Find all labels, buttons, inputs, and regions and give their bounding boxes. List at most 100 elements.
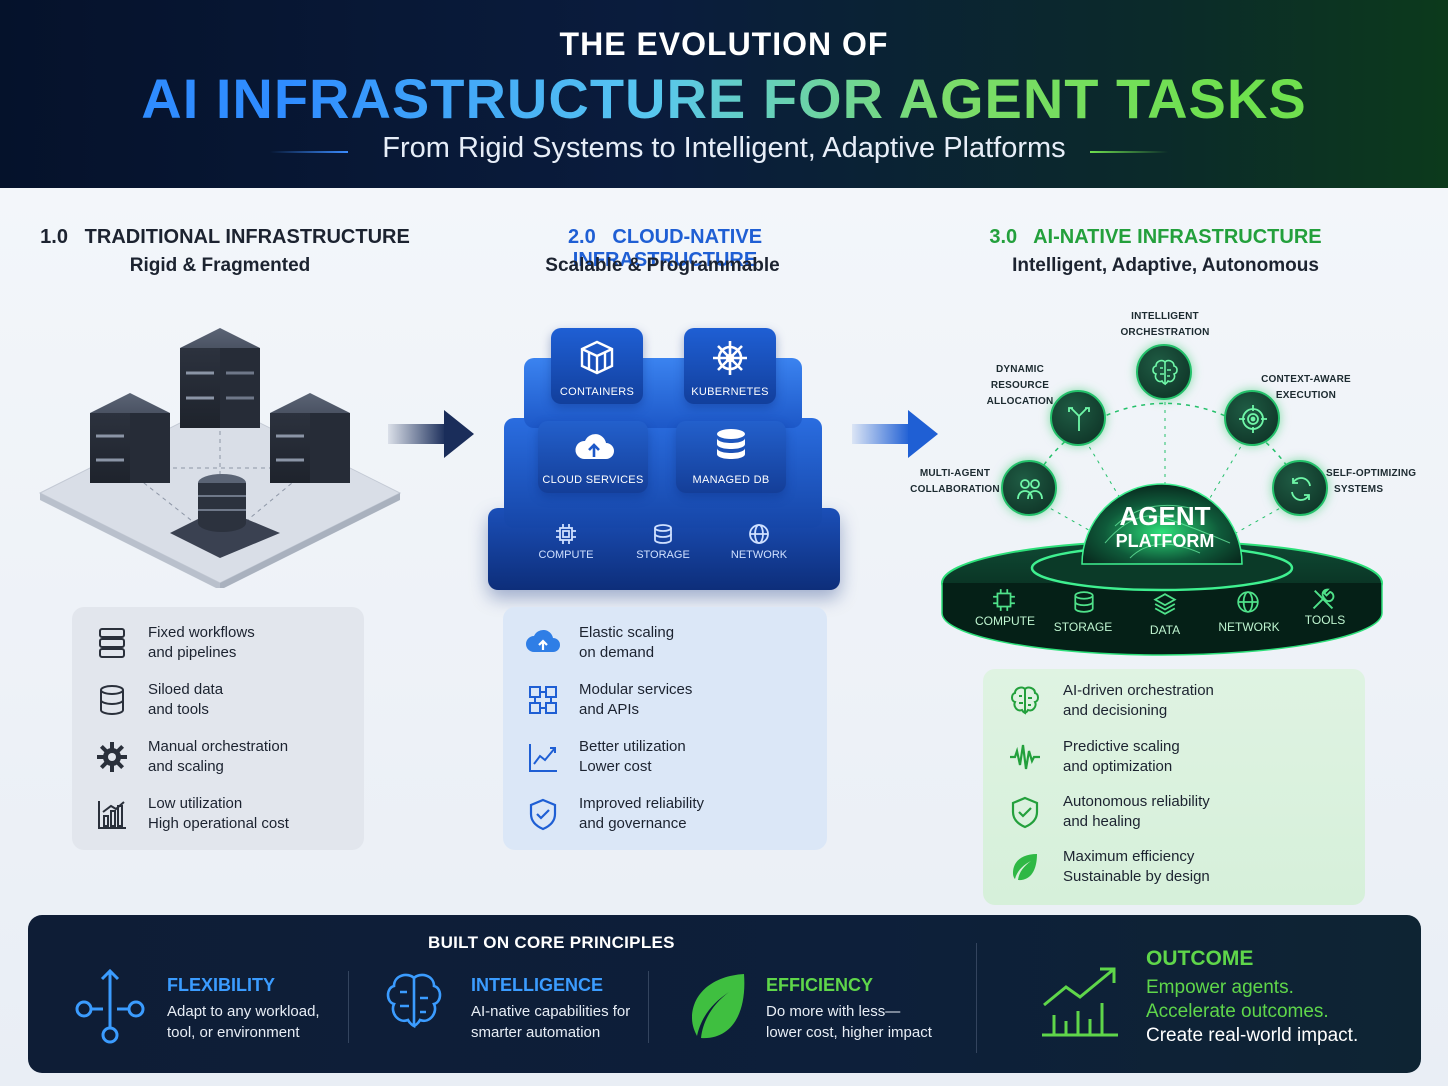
item-line1: Manual orchestration: [148, 738, 289, 755]
list-item: Manual orchestration and scaling: [72, 737, 364, 785]
col3-title: 3.0 AI-NATIVE INFRASTRUCTURE: [968, 226, 1343, 249]
principle-line: Adapt to any workload,: [167, 1003, 320, 1020]
leaf-icon: [692, 974, 745, 1039]
self-optimizing-node: [1272, 460, 1328, 516]
brain-icon: [1011, 686, 1039, 715]
node-label-line: ORCHESTRATION: [1120, 327, 1210, 338]
bar-chart-icon: [98, 801, 126, 829]
containers-tile: CONTAINERS: [551, 328, 643, 404]
item-line2: and pipelines: [148, 644, 237, 661]
col3-subtitle: Intelligent, Adaptive, Autonomous: [1012, 255, 1319, 276]
node-label-resource: DYNAMIC RESOURCE ALLOCATION: [982, 362, 1058, 410]
helm-wheel-icon: [713, 341, 747, 375]
cloud-services-tile: CLOUD SERVICES: [538, 421, 648, 493]
storage-icon: [654, 524, 672, 544]
server-left: [90, 393, 170, 483]
chip-icon: [993, 589, 1015, 611]
network-icon: [749, 524, 769, 544]
refresh-icon: [1291, 477, 1311, 501]
line-chart-icon: [529, 744, 557, 772]
flow-icon: [75, 968, 145, 1044]
node-label-self-optimizing: SELF-OPTIMIZING SYSTEMS: [1326, 466, 1426, 498]
arrows-split-icon: [1068, 407, 1090, 431]
col2-number: 2.0: [567, 226, 596, 248]
item-line1: AI-driven orchestration: [1063, 682, 1214, 699]
target-icon: [1239, 405, 1267, 433]
people-icon: [1017, 479, 1043, 500]
item-line2: Lower cost: [579, 758, 652, 775]
divider: [976, 943, 977, 1053]
item-line2: and APIs: [579, 701, 640, 718]
item-line2: and scaling: [148, 758, 224, 775]
growth-chart-icon: [1042, 967, 1118, 1037]
node-label-line: INTELLIGENT: [1131, 311, 1199, 322]
tile-label: MANAGED DB: [692, 474, 770, 486]
database-icon: [100, 685, 124, 716]
tile-label: CLOUD SERVICES: [542, 474, 644, 486]
item-line1: Predictive scaling: [1063, 738, 1180, 755]
node-label-multi-agent: MULTI-AGENT COLLABORATION: [905, 466, 1005, 498]
node-label-context: CONTEXT-AWARE EXECUTION: [1256, 372, 1356, 404]
col3-heading: AI-NATIVE INFRASTRUCTURE: [1033, 226, 1322, 248]
outcome-line: Accelerate outcomes.: [1146, 1001, 1329, 1022]
cube-icon: [580, 340, 614, 375]
principle-title: INTELLIGENCE: [471, 975, 604, 995]
shield-check-icon: [1011, 796, 1039, 829]
item-line2: Sustainable by design: [1063, 868, 1210, 885]
principles-heading: BUILT ON CORE PRINCIPLES: [428, 933, 675, 952]
tile-label: CONTAINERS: [559, 386, 635, 398]
managed-db-tile: MANAGED DB: [676, 421, 786, 493]
node-label-line: ALLOCATION: [986, 396, 1054, 407]
col1-number: 1.0: [40, 226, 68, 248]
chip-icon: [556, 524, 576, 544]
server-right: [270, 393, 350, 483]
col1-heading: TRADITIONAL INFRASTRUCTURE: [84, 226, 410, 248]
item-line2: High operational cost: [148, 815, 289, 832]
header: THE EVOLUTION OF AI INFRASTRUCTURE FOR A…: [0, 0, 1448, 188]
item-line1: Maximum efficiency: [1063, 848, 1195, 865]
list-item: Fixed workflows and pipelines: [72, 623, 364, 671]
col1-subtitle: Rigid & Fragmented: [129, 255, 311, 276]
main-title: AI INFRASTRUCTURE FOR AGENT TASKS: [0, 66, 1448, 131]
col2-heading: CLOUD-NATIVE INFRASTRUCTURE: [572, 226, 763, 271]
brain-icon: [1152, 359, 1178, 386]
outcome-line: Empower agents.: [1146, 977, 1294, 998]
col2-title: 2.0 CLOUD-NATIVE INFRASTRUCTURE: [475, 226, 855, 272]
cloud-upload-icon: [575, 434, 614, 459]
node-label-line: SYSTEMS: [1334, 484, 1384, 495]
node-label-line: SELF-OPTIMIZING: [1326, 468, 1417, 479]
subtitle-left-rule: [270, 151, 348, 153]
network-icon: [1237, 591, 1259, 613]
platform-base-label: NETWORK: [1218, 620, 1280, 634]
platform-base-row: COMPUTE STORAGE DATA NETWORK TOOLS: [960, 588, 1380, 638]
shield-check-icon: [529, 798, 557, 831]
base-label: COMPUTE: [538, 549, 594, 561]
item-line1: Autonomous reliability: [1063, 793, 1210, 810]
resource-node: [1050, 390, 1106, 446]
server-rack-icon: [99, 628, 125, 658]
multi-agent-node: [1001, 460, 1057, 516]
node-label-line: COLLABORATION: [910, 484, 1000, 495]
col3-number: 3.0: [989, 226, 1018, 248]
list-item: Elastic scaling on demand: [503, 623, 827, 671]
platform-subtitle: PLATFORM: [1115, 531, 1215, 551]
arrow-right-icon: [852, 410, 938, 458]
col1-title: 1.0 TRADITIONAL INFRASTRUCTURE: [40, 226, 410, 249]
database-cylinder: [170, 474, 280, 558]
platform-base-label: STORAGE: [1053, 620, 1113, 634]
item-line2: on demand: [579, 644, 655, 661]
platform-title: AGENT: [1119, 501, 1211, 531]
base-label: NETWORK: [730, 549, 788, 561]
node-label-orchestration: INTELLIGENT ORCHESTRATION: [1112, 309, 1218, 341]
outcome-title: OUTCOME: [1146, 947, 1254, 970]
layers-icon: [1153, 593, 1177, 615]
item-line1: Fixed workflows: [148, 624, 255, 641]
item-line1: Elastic scaling: [579, 624, 675, 641]
waveform-icon: [1010, 744, 1040, 770]
